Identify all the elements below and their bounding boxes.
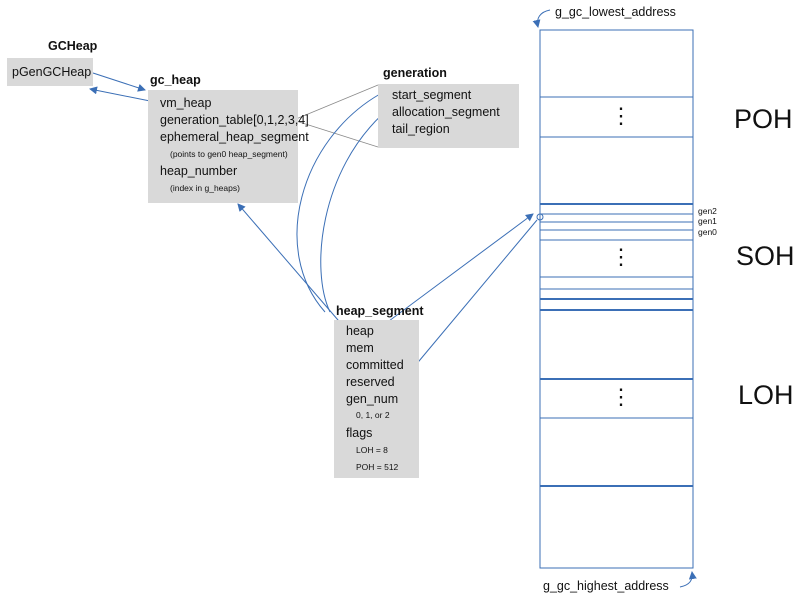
arrow-gcheap-to-gcheap: [92, 72, 146, 92]
generation-field: allocation_segment: [392, 105, 500, 119]
gc-heap-field: vm_heap: [160, 96, 212, 110]
gc-heap-field: heap_number: [160, 164, 238, 178]
curve-allocation-segment: [320, 111, 386, 313]
heap-segment-field: flags: [346, 426, 373, 440]
gen-label: gen0: [698, 227, 717, 237]
gen-label: gen1: [698, 216, 717, 226]
gcheap-box: pGenGCHeap: [7, 58, 93, 86]
generation-box: start_segment allocation_segment tail_re…: [378, 84, 519, 148]
generation-title: generation: [383, 66, 447, 80]
heap-segment-note: 0, 1, or 2: [356, 410, 390, 420]
ellipsis-icon: ⋮: [610, 103, 632, 128]
ellipsis-icon: ⋮: [610, 244, 632, 269]
lowest-address-label: g_gc_lowest_address: [555, 5, 676, 19]
heap-segment-field: mem: [346, 341, 374, 355]
heap-segment-box: heap mem committed reserved gen_num 0, 1…: [334, 320, 419, 478]
arrow-highest-address: [679, 571, 697, 588]
generation-field: tail_region: [392, 122, 450, 136]
heap-segment-field: reserved: [346, 375, 395, 389]
gc-heap-title: gc_heap: [150, 73, 201, 87]
heap-segment-title: heap_segment: [336, 304, 424, 318]
arrow-heap-to-gcheap: [237, 203, 345, 328]
heap-segment-note: LOH = 8: [356, 445, 388, 455]
gc-heap-field: generation_table[0,1,2,3,4]: [160, 113, 309, 127]
ellipsis-icon: ⋮: [610, 384, 632, 409]
region-label-soh: SOH: [736, 241, 795, 271]
highest-address-label: g_gc_highest_address: [543, 579, 669, 593]
gcheap-title: GCHeap: [48, 39, 98, 53]
connector-gentable-generation-bottom: [295, 120, 379, 148]
gcheap-field-pgengcheap: pGenGCHeap: [12, 65, 92, 79]
heap-segment-field: committed: [346, 358, 404, 372]
gc-heap-box: vm_heap generation_table[0,1,2,3,4] ephe…: [148, 90, 309, 203]
gc-heap-note: (index in g_heaps): [170, 183, 240, 193]
region-label-loh: LOH: [738, 380, 794, 410]
connector-gentable-generation-top: [295, 84, 379, 120]
connector-reserved-to-segment: [403, 219, 538, 380]
heap-segment-field: gen_num: [346, 392, 399, 406]
gen-label: gen2: [698, 206, 717, 216]
generation-field: start_segment: [392, 88, 472, 102]
gc-heap-note: (points to gen0 heap_segment): [170, 149, 288, 159]
heap-segment-field: heap: [346, 324, 374, 338]
heap-segment-note: POH = 512: [356, 462, 399, 472]
curve-start-segment: [296, 93, 381, 313]
region-label-poh: POH: [734, 104, 793, 134]
arrow-lowest-address: [532, 9, 551, 28]
gc-heap-field: ephemeral_heap_segment: [160, 130, 309, 144]
